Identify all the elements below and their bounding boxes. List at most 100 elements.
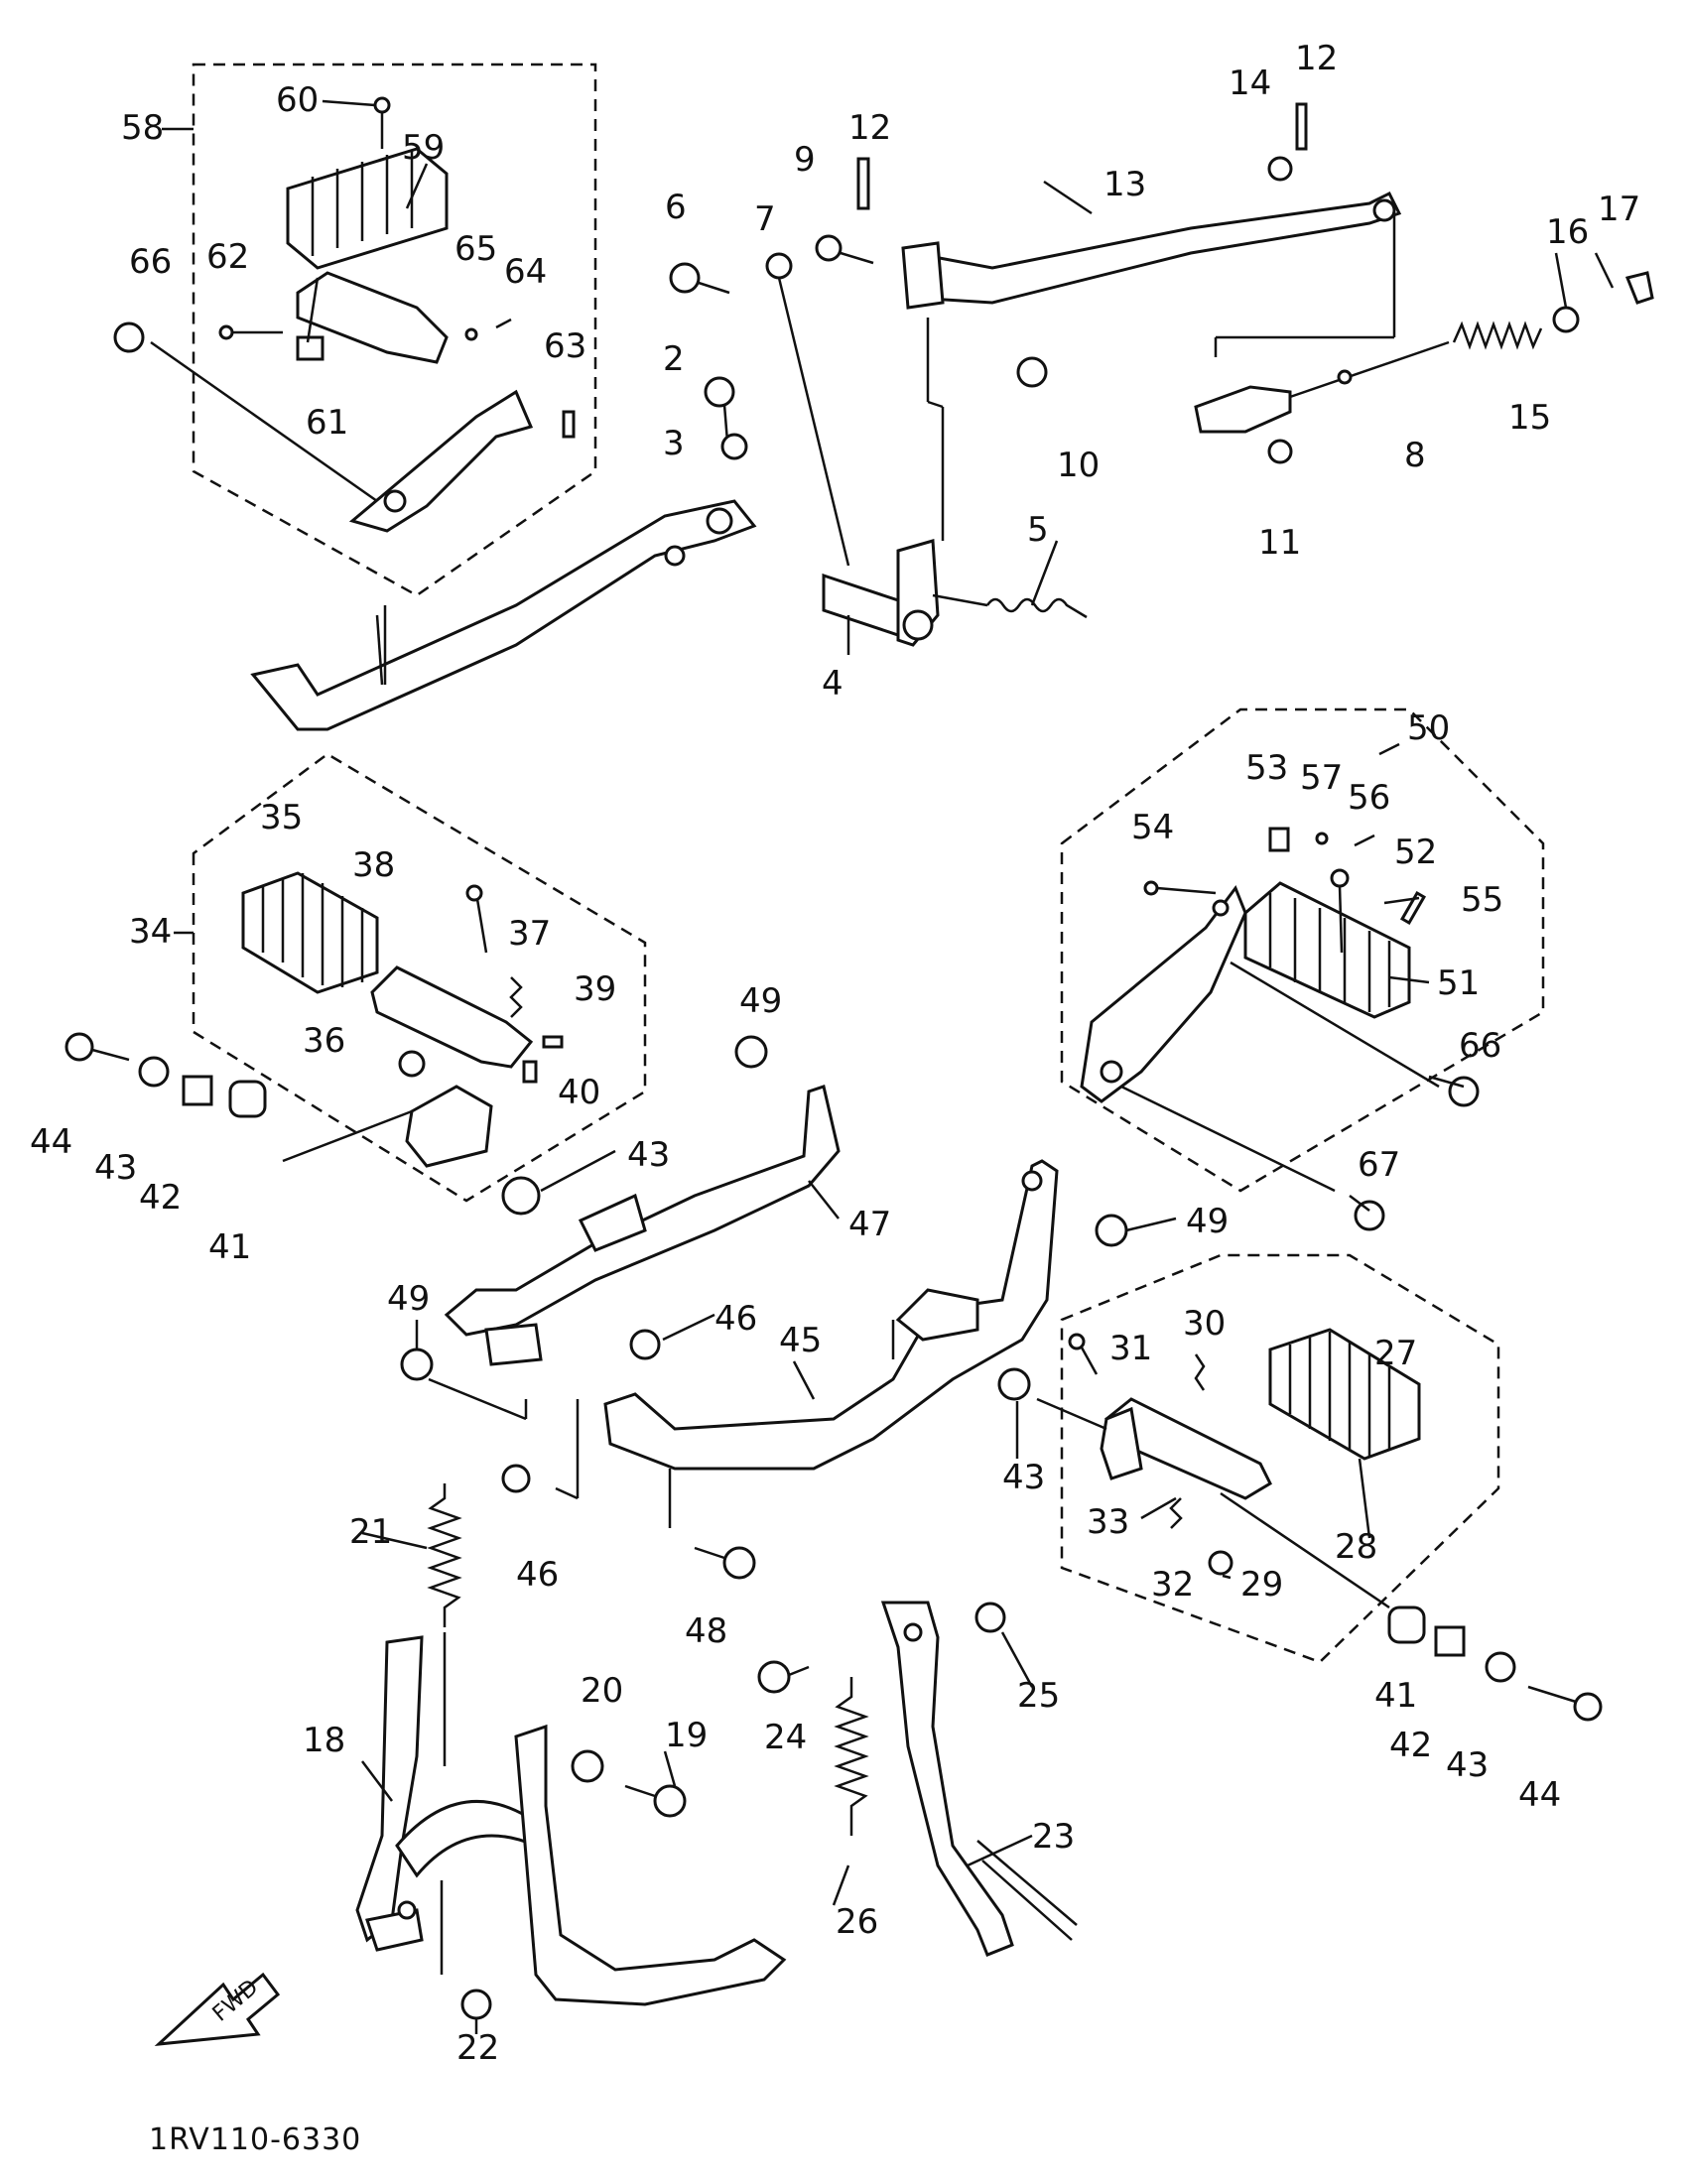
callout-label: 53: [1245, 748, 1288, 788]
callout-label: 18: [303, 1721, 345, 1760]
callout-label: 36: [303, 1021, 345, 1061]
washer-43b: [501, 1176, 541, 1216]
callout-label: 58: [121, 108, 164, 148]
ball-65: [464, 327, 478, 341]
callout-label: 28: [1335, 1527, 1377, 1567]
callout-label: 59: [402, 128, 445, 168]
bolt-66b: [1448, 1076, 1480, 1107]
nut-49a: [734, 1035, 768, 1069]
callout-label: 6: [665, 188, 687, 227]
bolt-2: [704, 376, 735, 408]
callout-label: 51: [1437, 964, 1480, 1003]
callout-label: 10: [1057, 446, 1100, 485]
callout-label: 45: [779, 1321, 822, 1360]
footrest-rubber-59: [286, 147, 449, 270]
joint-17: [1624, 271, 1654, 305]
callout-label: 16: [1546, 212, 1589, 252]
spring-33: [1169, 1497, 1183, 1529]
bolt-19: [653, 1784, 687, 1818]
callout-label: 14: [1229, 64, 1271, 103]
callout-label: 35: [260, 798, 303, 837]
nut-36: [398, 1050, 426, 1078]
footrest-assembly-27: [1036, 1328, 1421, 1609]
callout-label: 24: [764, 1718, 807, 1757]
pin-12: [856, 157, 870, 210]
callout-label: 54: [1131, 808, 1174, 847]
callout-label: 50: [1407, 708, 1450, 748]
footrest-rubber-28: [1268, 1328, 1421, 1461]
nut-49b: [1095, 1214, 1128, 1247]
nut-46a: [629, 1329, 661, 1360]
bolt-66: [113, 321, 145, 353]
callout-label: 42: [1389, 1726, 1432, 1765]
callout-label: 66: [1459, 1026, 1501, 1066]
bolt-48: [722, 1546, 756, 1580]
spring-15: [1452, 321, 1543, 350]
bush-41: [228, 1080, 267, 1118]
pin-55: [1399, 890, 1427, 926]
callout-label: 55: [1461, 880, 1503, 920]
callout-label: 66: [129, 242, 172, 282]
callout-label: 32: [1151, 1565, 1194, 1605]
footrest-bracket-61: [296, 271, 449, 364]
washer-43c: [997, 1367, 1031, 1401]
callout-label: 37: [508, 914, 551, 954]
bolt-6: [669, 262, 701, 294]
footrest-assembly-58: [113, 96, 576, 533]
washer-43d: [1485, 1651, 1516, 1683]
pin-40: [522, 1060, 538, 1084]
spring-26: [834, 1677, 869, 1836]
leader-lines: [162, 99, 1615, 2034]
ball-57: [1315, 832, 1329, 845]
callout-label: 34: [129, 912, 172, 952]
washer-16: [1552, 306, 1580, 333]
callout-label: 11: [1258, 523, 1301, 563]
washer-20: [571, 1749, 604, 1783]
callout-label: 7: [754, 199, 776, 239]
nut-11: [1267, 439, 1293, 464]
callout-label: 12: [848, 108, 891, 148]
spring-5: [985, 597, 1088, 619]
pin-63: [562, 410, 576, 439]
callout-label: 49: [739, 981, 782, 1021]
screw-60: [373, 96, 391, 114]
footrest-plate-58: [348, 389, 534, 533]
brake-rod-13: [901, 191, 1402, 310]
callout-label: 46: [516, 1555, 559, 1595]
nut-49c: [400, 1348, 434, 1381]
callout-label: 62: [206, 237, 249, 277]
spring-21: [427, 1483, 462, 1627]
washer-25: [974, 1602, 1006, 1633]
callout-label: 43: [1446, 1745, 1489, 1785]
bolt-44b: [1573, 1692, 1603, 1722]
callout-label: 49: [1186, 1202, 1229, 1241]
forward-arrow-icon: FWD: [154, 1972, 281, 2046]
callout-label: 61: [306, 403, 348, 443]
bolt-31: [1068, 1333, 1086, 1350]
spring-37: [509, 976, 523, 1018]
callout-label: 2: [663, 339, 685, 379]
pin-9: [815, 234, 843, 262]
callout-label: 46: [714, 1299, 757, 1339]
callout-label: 4: [822, 664, 844, 704]
bracket-45: [603, 1159, 1059, 1471]
callout-label: 49: [387, 1279, 430, 1319]
callout-label: 38: [352, 845, 395, 885]
callout-label: 9: [794, 140, 816, 180]
callout-label: 3: [663, 424, 685, 463]
callout-label: 41: [1374, 1676, 1417, 1716]
brake-rod-8: [1194, 340, 1450, 434]
callout-label: 63: [544, 326, 586, 366]
main-stand-18: [355, 1635, 787, 2006]
bush-41b: [1387, 1606, 1426, 1644]
callout-label: 52: [1394, 833, 1437, 872]
callout-label: 43: [627, 1135, 670, 1175]
bolt-14: [1267, 156, 1293, 182]
callout-label: 33: [1087, 1502, 1129, 1542]
group-box-34: [192, 752, 647, 1203]
bolt-44: [65, 1032, 94, 1062]
callout-label: 5: [1027, 510, 1049, 550]
side-stand-23: [880, 1601, 1078, 1957]
brake-shaft-4: [822, 539, 940, 647]
pin-39: [542, 1035, 564, 1049]
